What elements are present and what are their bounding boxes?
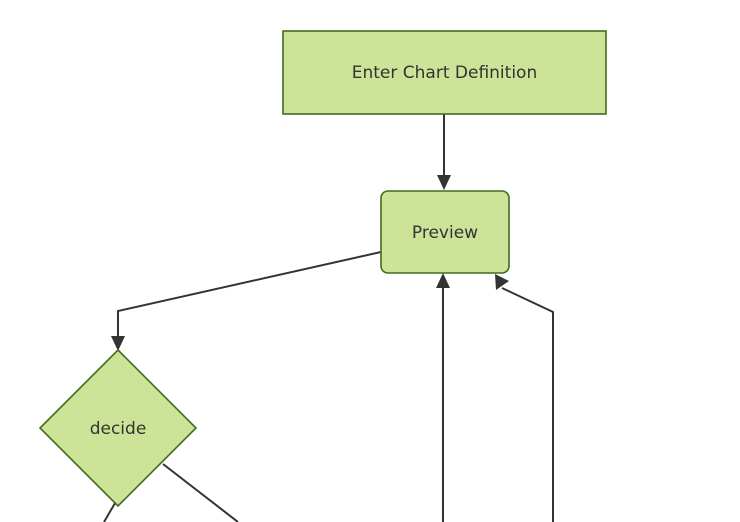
node-enter-chart-definition-shape[interactable] [282, 30, 607, 115]
edge-decide-bottom-right [162, 463, 239, 522]
edge-preview-to-decide [117, 251, 382, 337]
arrowhead-layer [111, 175, 509, 351]
arrowhead-up-into-preview-right [495, 274, 509, 290]
node-decide-label: decide [90, 419, 147, 439]
node-decide-shape[interactable] [38, 348, 198, 508]
node-layer: Enter Chart Definition Preview decide [38, 30, 607, 508]
arrowhead-up-into-preview-center [436, 273, 450, 288]
edge-into-preview-bottom-right [501, 287, 554, 522]
edge-layer [103, 114, 554, 522]
arrowhead-down-into-decide [111, 336, 125, 351]
node-decide[interactable]: decide [38, 348, 198, 508]
node-preview-shape[interactable] [380, 190, 510, 274]
node-preview[interactable]: Preview [380, 190, 510, 274]
node-enter-chart-definition[interactable]: Enter Chart Definition [282, 30, 607, 115]
node-preview-label: Preview [412, 223, 478, 243]
node-enter-chart-definition-label: Enter Chart Definition [352, 63, 537, 83]
arrowhead-down-into-preview [437, 175, 451, 190]
